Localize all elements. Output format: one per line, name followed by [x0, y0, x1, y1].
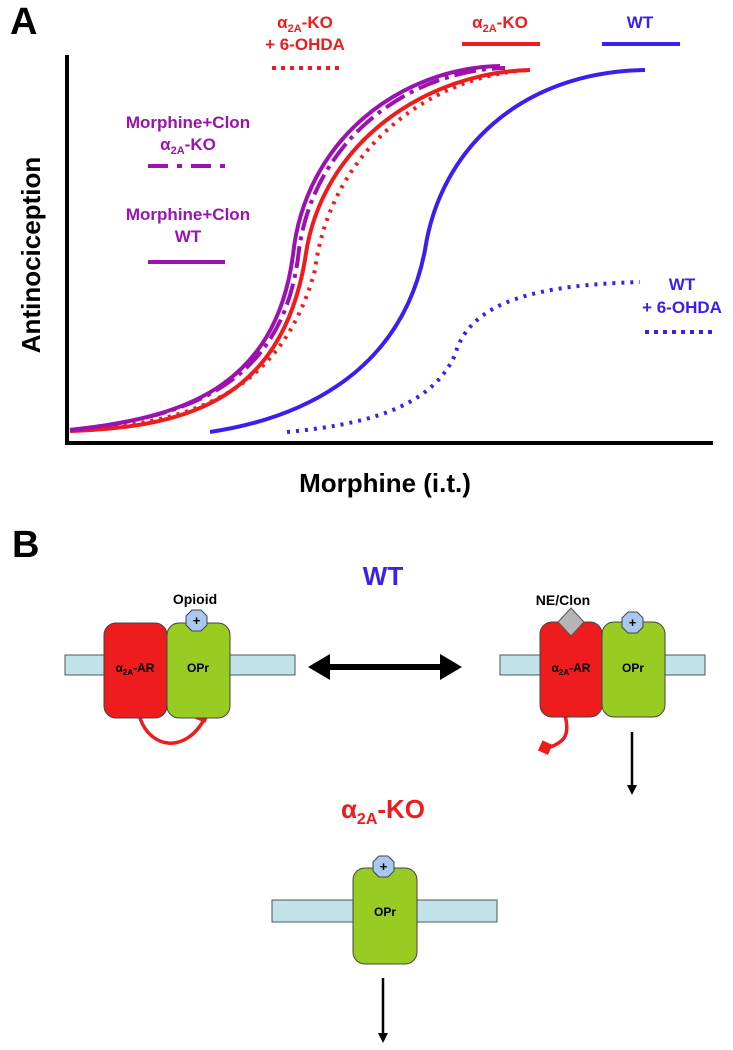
legend-ko-6ohda: α2A-KO + 6-OHDA	[265, 13, 345, 70]
a2a-label-right: α2A-AR	[552, 661, 591, 677]
a2a-tail-left	[138, 717, 207, 745]
curve-morphine-clon-wt	[69, 64, 501, 432]
curve-ko	[69, 68, 531, 433]
panel-b-label: B	[12, 524, 39, 566]
opioid-ligand-right	[621, 611, 644, 634]
curve-wt	[209, 68, 646, 434]
svg-text:WT: WT	[175, 227, 202, 246]
legend-ko: α2A-KO	[462, 13, 540, 46]
opioid-ligand-ko	[372, 855, 395, 878]
legend-morphine-clon-ko: Morphine+Clon α2A-KO	[126, 113, 250, 168]
curve-wt-6ohda	[286, 280, 641, 434]
complex-left: α2A-AR OPr Opioid +	[64, 591, 296, 745]
y-axis-label: Antinociception	[16, 157, 46, 353]
opioid-ligand-left	[185, 609, 208, 632]
opioid-plus-right: +	[629, 615, 637, 630]
legend-wt: WT	[602, 13, 680, 46]
equilibrium-arrow-left-head	[308, 654, 330, 680]
svg-text:Morphine+Clon: Morphine+Clon	[126, 205, 250, 224]
svg-text:WT: WT	[627, 13, 654, 32]
wt-title: WT	[363, 561, 404, 591]
svg-text:+ 6-OHDA: + 6-OHDA	[265, 35, 345, 54]
svg-text:WT: WT	[669, 275, 696, 294]
svg-text:α2A-KO: α2A-KO	[472, 13, 528, 35]
svg-text:α2A-KO: α2A-KO	[277, 13, 333, 35]
opioid-label: Opioid	[173, 591, 217, 607]
panel-a-label: A	[10, 1, 37, 43]
opr-label-left: OPr	[187, 661, 209, 675]
a2a-tail-right	[547, 714, 569, 750]
svg-text:Morphine+Clon: Morphine+Clon	[126, 113, 250, 132]
svg-text:α2A-KO: α2A-KO	[160, 135, 216, 157]
complex-ko: OPr +	[271, 855, 498, 1043]
legend-wt-6ohda: WT + 6-OHDA	[642, 275, 722, 334]
a2a-label-left: α2A-AR	[116, 661, 155, 677]
a2a-tail-right-end	[537, 740, 553, 755]
opr-label-ko: OPr	[374, 905, 396, 919]
opioid-plus-left: +	[193, 613, 201, 628]
ko-title: α2A-KO	[341, 794, 425, 828]
equilibrium-arrow-right-head	[440, 654, 462, 680]
svg-text:+ 6-OHDA: + 6-OHDA	[642, 298, 722, 317]
complex-right: α2A-AR OPr NE/Clon +	[499, 592, 706, 795]
curve-morphine-clon-ko	[69, 66, 506, 432]
ne-clon-label: NE/Clon	[536, 592, 590, 608]
opioid-plus-ko: +	[380, 859, 388, 874]
ne-clon-agonist	[557, 607, 585, 637]
x-axis-label: Morphine (i.t.)	[299, 468, 471, 498]
legend-morphine-clon-wt: Morphine+Clon WT	[126, 205, 250, 264]
opr-label-right: OPr	[622, 661, 644, 675]
